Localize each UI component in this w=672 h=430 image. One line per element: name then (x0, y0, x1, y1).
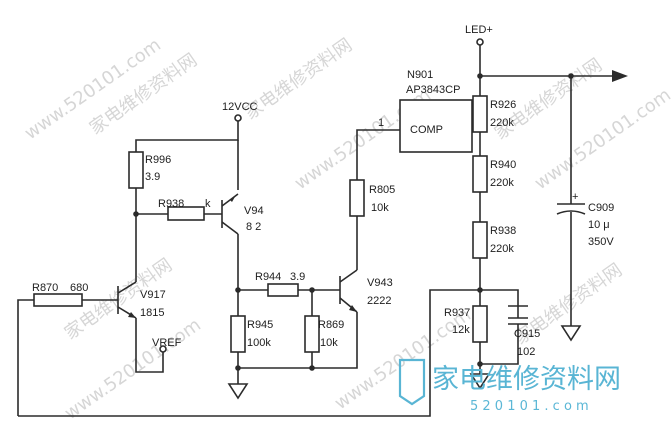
c909-plate-bottom (556, 210, 586, 215)
r945-value: 100k (247, 337, 271, 349)
c909-plus: + (572, 191, 578, 203)
r945-ref: R945 (247, 319, 273, 331)
r926-ref: R926 (490, 99, 516, 111)
n901-part: AP3843CP (406, 84, 460, 96)
r937-value: 12k (452, 324, 470, 336)
watermark-cn-2: 家电维修资料网 (241, 35, 356, 124)
ground-symbol-c909 (560, 325, 582, 342)
wire-12v-down (135, 121, 239, 152)
n901-pin-comp: COMP (410, 124, 443, 136)
r944-resistor (267, 283, 299, 297)
r870-value: 680 (70, 282, 88, 294)
wire-r870 (17, 299, 34, 416)
r938-resistor (472, 221, 488, 259)
v942-ref: V94 (244, 205, 264, 217)
r996-resistor (128, 151, 144, 189)
r805-resistor (349, 179, 365, 217)
r940-ref: R940 (490, 159, 516, 171)
r944-ref: R944 (255, 271, 281, 283)
r945-resistor (230, 315, 246, 353)
r938-left-ref: R938 (158, 198, 184, 210)
r870-resistor (33, 293, 83, 307)
wire-bottom-rail-middle (237, 312, 358, 369)
v12-terminal (234, 114, 242, 122)
ground-symbol-mid (227, 383, 249, 400)
wire-r805-comp (356, 129, 400, 180)
v917-ref: V917 (140, 289, 166, 301)
logo-cn-text: 家电维修资料网 (432, 364, 621, 395)
n901-ic (399, 99, 473, 153)
v942-part: 8 2 (246, 221, 261, 233)
r805-ref: R805 (369, 184, 395, 196)
c909-ref: C909 (588, 202, 614, 214)
output-arrow (612, 70, 628, 82)
v917-transistor: V917 1815 (117, 281, 166, 319)
r940-value: 220k (490, 177, 514, 189)
junction-led (477, 73, 483, 79)
r869-ref: R869 (318, 319, 344, 331)
n901-ref: N901 (407, 69, 433, 81)
comp-pin-number: 1 (378, 117, 384, 129)
r938-ref: R938 (490, 225, 516, 237)
logo-url-text: 5 2 0 1 0 1 . c o m (470, 399, 589, 414)
r926-resistor (472, 95, 488, 133)
v12-label: 12VCC (222, 101, 258, 113)
c915-ref: C915 (514, 328, 540, 340)
v917-part: 1815 (140, 307, 164, 319)
v943-ref: V943 (367, 277, 393, 289)
c909-value: 10 μ (588, 219, 610, 231)
r869-value: 10k (320, 337, 338, 349)
v942-transistor: V94 8 2 (221, 193, 264, 235)
wire-c915-ground (480, 356, 519, 365)
c915-capacitor (508, 305, 528, 356)
r938-value: 220k (490, 243, 514, 255)
r937-resistor (472, 305, 488, 343)
r940-resistor (472, 155, 488, 193)
vref-terminal (159, 345, 167, 353)
led-terminal (476, 38, 484, 46)
r926-value: 220k (490, 117, 514, 129)
wire-v917-emitter (135, 318, 164, 373)
r944-value: 3.9 (290, 271, 305, 283)
c915-value: 102 (517, 346, 535, 358)
r996-ref: R996 (145, 154, 171, 166)
wire-feedback-loop (18, 289, 519, 417)
r805-value: 10k (371, 202, 389, 214)
r938-left-val: k (205, 198, 211, 210)
led-label: LED+ (465, 24, 493, 36)
site-logo-watermark: 家电维修资料网 5 2 0 1 0 1 . c o m (398, 358, 621, 414)
v943-part: 2222 (367, 295, 391, 307)
r870-ref: R870 (32, 282, 58, 294)
r937-ref: R937 (444, 307, 470, 319)
r869-resistor (304, 315, 320, 353)
vref-label: VREF (152, 337, 182, 349)
v943-transistor: V943 2222 (339, 269, 393, 313)
logo-shield-icon (398, 358, 426, 406)
junction-feedback (477, 287, 483, 293)
c909-voltage: 350V (588, 236, 614, 248)
r996-value: 3.9 (145, 171, 160, 183)
